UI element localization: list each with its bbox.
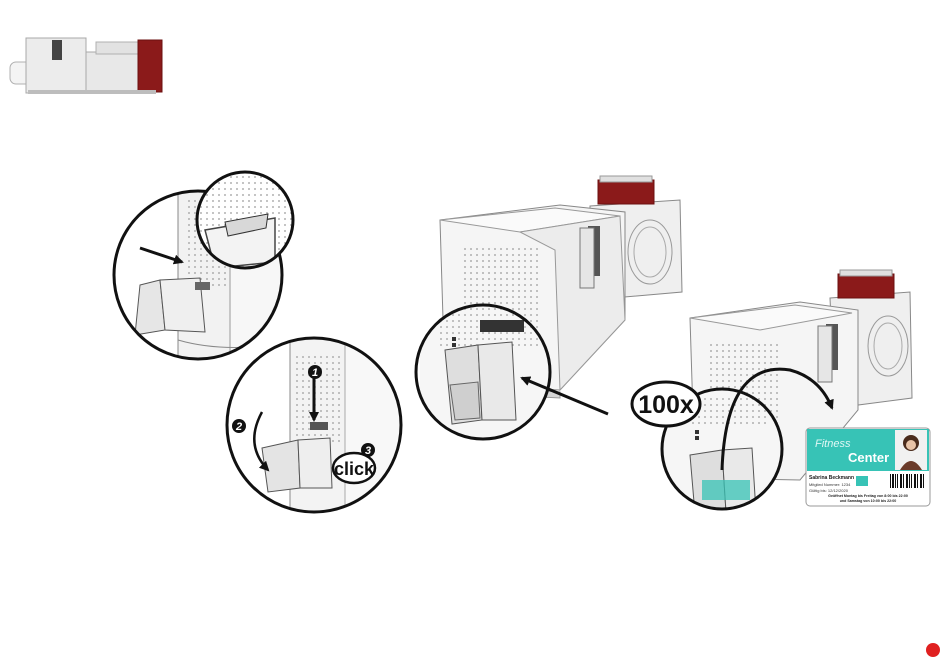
step-2-badge: 2 [232,419,246,433]
svg-text:Mitglied Nummer: 1234: Mitglied Nummer: 1234 [809,482,851,487]
svg-text:click: click [334,459,375,479]
id-card: Fitness Center Sabrina Beckmann Mitglied… [806,428,930,506]
svg-text:Fitness: Fitness [815,438,851,450]
svg-text:und Samstag von 10:00 bis 22:0: und Samstag von 10:00 bis 22:00 [840,499,897,503]
svg-text:2: 2 [235,421,242,433]
svg-text:1: 1 [312,367,318,379]
svg-text:100x: 100x [638,391,694,419]
svg-text:Sabrina Beckmann: Sabrina Beckmann [809,475,854,481]
card-chip [856,476,868,486]
svg-text:Gültig bis: 12/12/2020: Gültig bis: 12/12/2020 [809,488,849,493]
svg-text:Center: Center [848,450,889,465]
page-marker-dot [926,643,940,657]
capacity-callout: 100x [632,382,700,426]
click-callout: click [333,453,375,483]
step-1-badge: 1 [308,365,322,379]
svg-text:Geöffnet Montag bis Freitag vo: Geöffnet Montag bis Freitag von 8:00 bis… [828,494,908,498]
detail-circle-steps: 1 2 3 click [227,330,405,520]
thumbnail-printer [10,38,162,94]
